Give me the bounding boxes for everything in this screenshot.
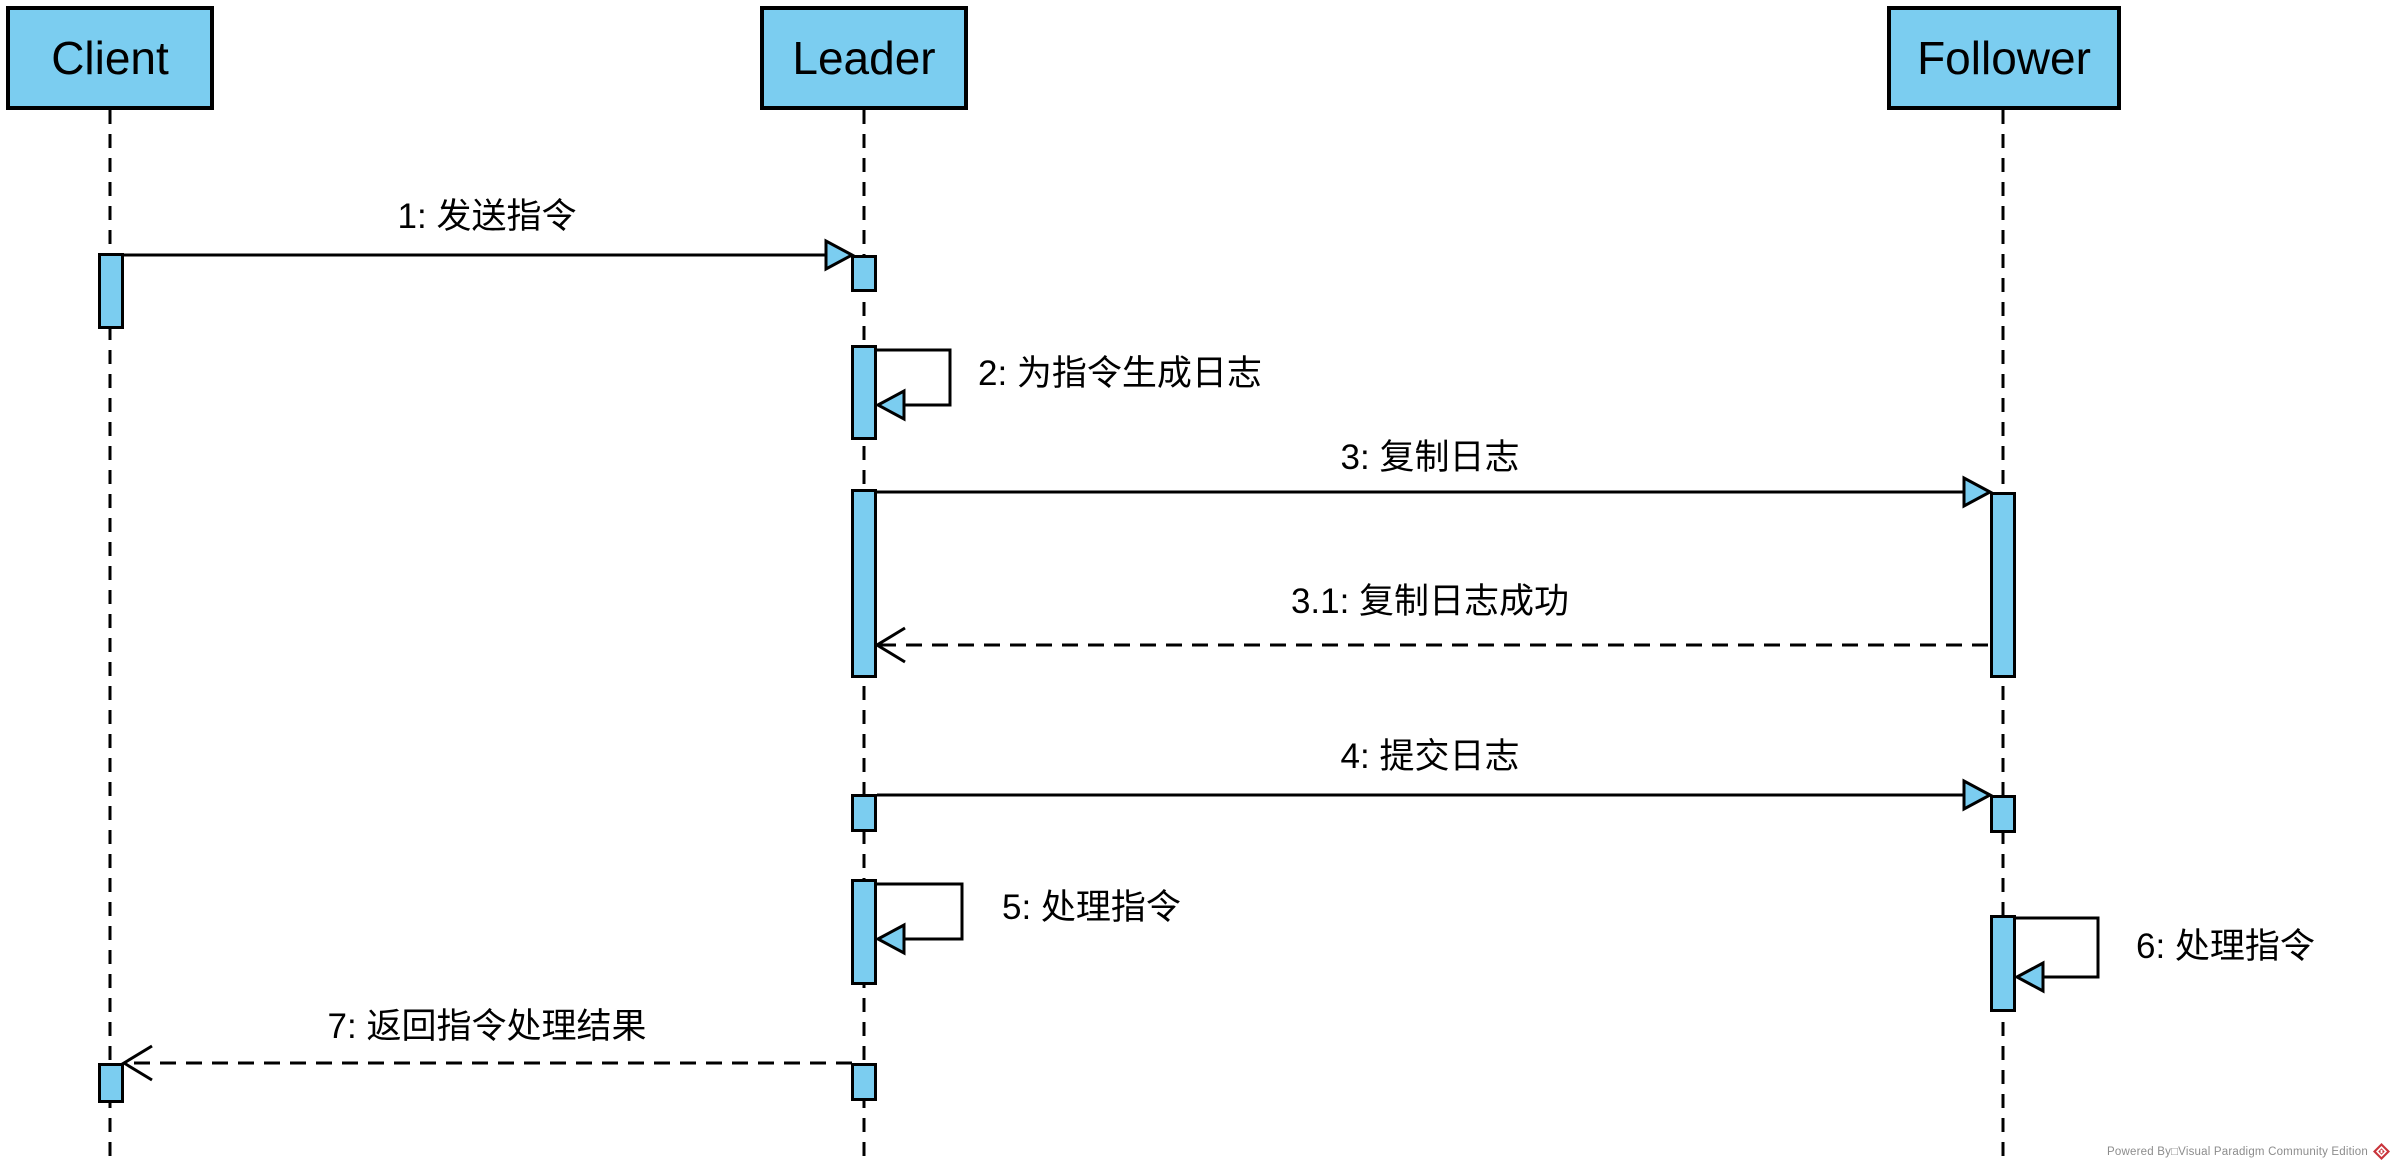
watermark: Powered By□Visual Paradigm Community Edi…: [2107, 1143, 2390, 1160]
actor-client-label: Client: [51, 32, 169, 84]
activation-leader-send-7: [851, 1063, 877, 1101]
message-label-1: 1: 发送指令: [397, 197, 577, 236]
message-3-arrowhead: [1962, 475, 1994, 509]
message-2-arrowhead: [874, 388, 906, 422]
activation-leader-self-5: [851, 879, 877, 985]
actor-follower-label: Follower: [1917, 32, 2091, 84]
message-label-6: 6: 处理指令: [2136, 927, 2315, 966]
activation-client-recv-7: [98, 1063, 124, 1103]
message-label-2: 2: 为指令生成日志: [978, 354, 1262, 393]
activation-leader-recv-1: [851, 255, 877, 292]
message-1-arrowhead: [824, 238, 856, 272]
message-5-arrowhead: [874, 922, 906, 956]
activation-leader-self-2: [851, 345, 877, 440]
actor-client: Client: [6, 6, 214, 110]
message-label-4: 4: 提交日志: [1340, 737, 1520, 776]
actor-follower: Follower: [1887, 6, 2121, 110]
message-label-3-1: 3.1: 复制日志成功: [1290, 582, 1570, 621]
actor-leader: Leader: [760, 6, 968, 110]
message-4-arrowhead: [1962, 778, 1994, 812]
message-7-arrowhead: [121, 1044, 153, 1082]
activation-leader-msg-3: [851, 489, 877, 678]
message-3-1-arrowhead: [874, 626, 906, 664]
message-6-arrowhead: [2013, 960, 2045, 994]
message-label-7: 7: 返回指令处理结果: [327, 1007, 647, 1046]
activation-follower-recv-3: [1990, 492, 2016, 678]
activation-follower-recv-4: [1990, 795, 2016, 833]
message-5-self-loop: [877, 882, 964, 941]
activation-client-send-1: [98, 253, 124, 329]
actor-leader-label: Leader: [792, 32, 936, 84]
watermark-text: Powered By□Visual Paradigm Community Edi…: [2107, 1145, 2368, 1158]
message-label-5: 5: 处理指令: [1002, 888, 1181, 927]
activation-follower-self-6: [1990, 915, 2016, 1012]
visual-paradigm-logo-icon: [2373, 1143, 2390, 1160]
message-6-self-loop: [2016, 916, 2100, 979]
activation-leader-send-4: [851, 794, 877, 832]
message-label-3: 3: 复制日志: [1340, 438, 1520, 477]
message-2-self-loop: [877, 348, 952, 407]
